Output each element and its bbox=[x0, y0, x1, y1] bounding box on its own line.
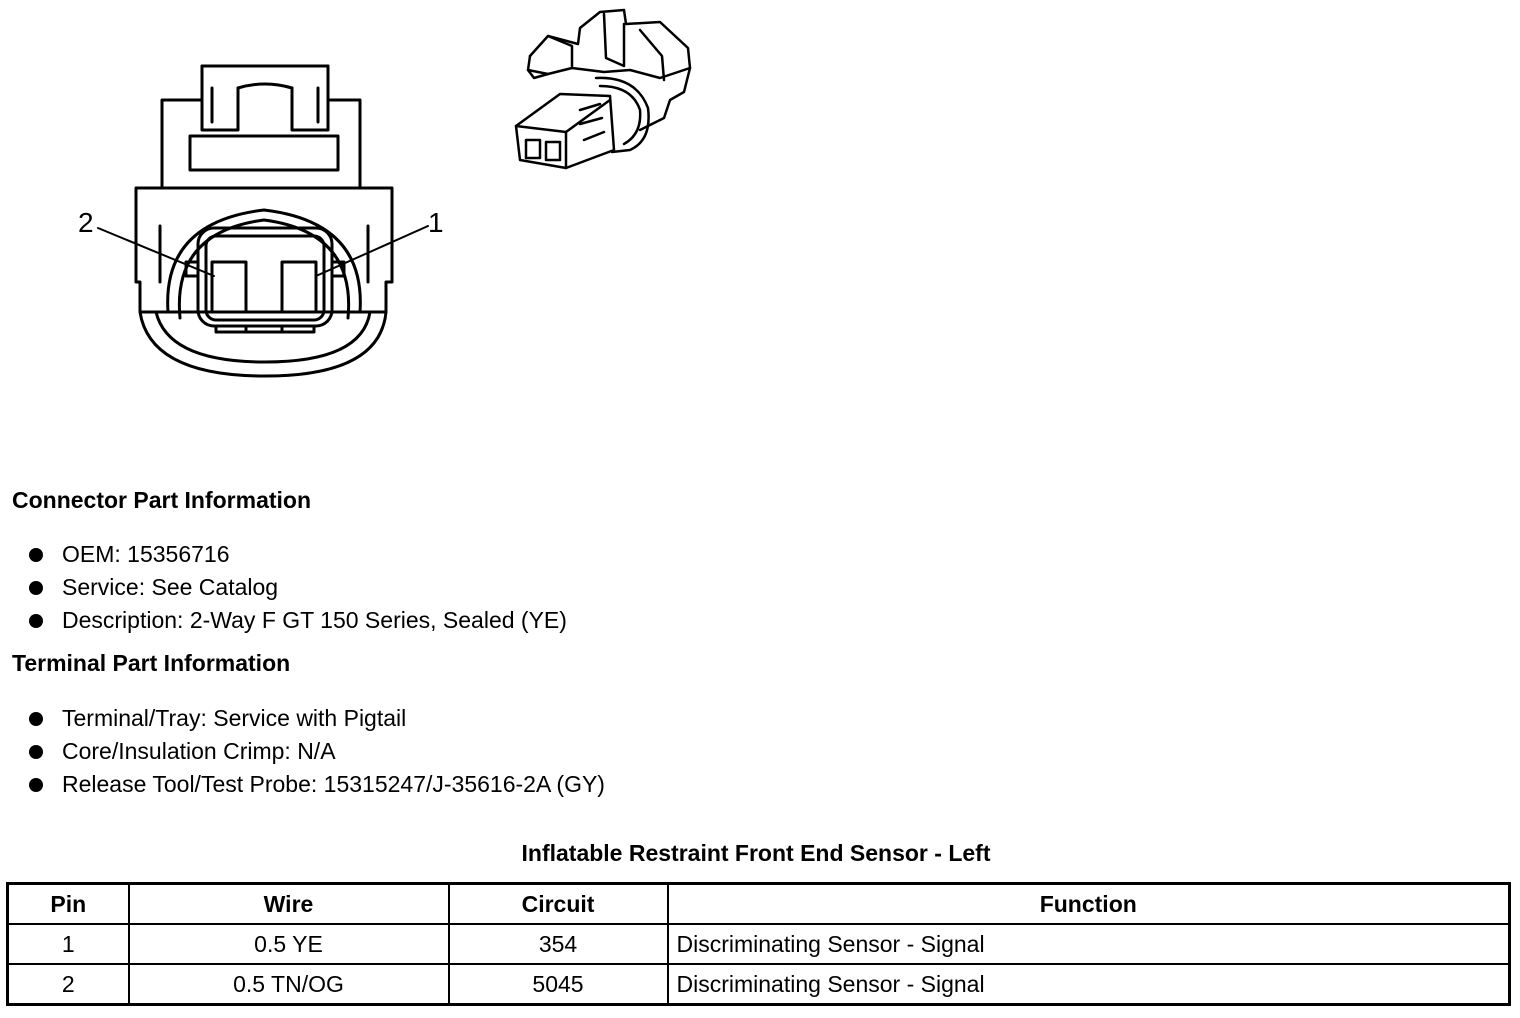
connector-isometric-view bbox=[514, 8, 692, 170]
bullet-icon bbox=[29, 548, 43, 562]
list-item: Terminal/Tray: Service with Pigtail bbox=[28, 702, 605, 735]
cell-circuit: 354 bbox=[447, 923, 669, 965]
bullet-icon bbox=[29, 778, 43, 792]
terminal-info-heading: Terminal Part Information bbox=[12, 650, 291, 676]
pinout-table: Pin Wire Circuit Function 1 0.5 YE 354 D… bbox=[6, 882, 1511, 1006]
header-function: Function bbox=[666, 882, 1511, 925]
cell-pin: 2 bbox=[6, 963, 130, 1006]
cell-function: Discriminating Sensor - Signal bbox=[666, 963, 1511, 1006]
cell-pin: 1 bbox=[6, 923, 130, 965]
list-item: Core/Insulation Crimp: N/A bbox=[28, 735, 605, 768]
table-header-row: Pin Wire Circuit Function bbox=[6, 882, 1511, 925]
terminal-crimp: Core/Insulation Crimp: N/A bbox=[62, 738, 336, 764]
terminal-release-tool: Release Tool/Test Probe: 15315247/J-3561… bbox=[62, 771, 605, 797]
pin-label-1: 1 bbox=[428, 207, 444, 238]
header-wire: Wire bbox=[127, 882, 450, 925]
table-row: 2 0.5 TN/OG 5045 Discriminating Sensor -… bbox=[6, 963, 1511, 1006]
list-item: Description: 2-Way F GT 150 Series, Seal… bbox=[28, 604, 567, 637]
connector-face-view bbox=[97, 64, 429, 378]
bullet-icon bbox=[29, 614, 43, 628]
terminal-info-list: Terminal/Tray: Service with Pigtail Core… bbox=[28, 702, 605, 801]
header-circuit: Circuit bbox=[447, 882, 669, 925]
connector-service: Service: See Catalog bbox=[62, 574, 279, 600]
cell-function: Discriminating Sensor - Signal bbox=[666, 923, 1511, 965]
terminal-tray: Terminal/Tray: Service with Pigtail bbox=[62, 705, 407, 731]
list-item: Release Tool/Test Probe: 15315247/J-3561… bbox=[28, 768, 605, 801]
list-item: Service: See Catalog bbox=[28, 571, 567, 604]
connector-info-list: OEM: 15356716 Service: See Catalog Descr… bbox=[28, 538, 567, 637]
connector-illustration: 2 1 bbox=[78, 8, 692, 378]
cavity-pin-1 bbox=[280, 260, 318, 314]
cell-circuit: 5045 bbox=[447, 963, 669, 1006]
cell-wire: 0.5 YE bbox=[127, 923, 450, 965]
cavity-pin-2 bbox=[210, 260, 248, 314]
list-item: OEM: 15356716 bbox=[28, 538, 567, 571]
connector-oem: OEM: 15356716 bbox=[62, 541, 230, 567]
table-row: 1 0.5 YE 354 Discriminating Sensor - Sig… bbox=[6, 923, 1511, 965]
bullet-icon bbox=[29, 745, 43, 759]
bullet-icon bbox=[29, 712, 43, 726]
connector-info-heading: Connector Part Information bbox=[12, 487, 312, 513]
pin-label-2: 2 bbox=[78, 207, 94, 238]
cell-wire: 0.5 TN/OG bbox=[127, 963, 450, 1006]
pinout-table-title: Inflatable Restraint Front End Sensor - … bbox=[521, 840, 991, 866]
connector-description: Description: 2-Way F GT 150 Series, Seal… bbox=[62, 607, 567, 633]
header-pin: Pin bbox=[6, 882, 130, 925]
bullet-icon bbox=[29, 581, 43, 595]
